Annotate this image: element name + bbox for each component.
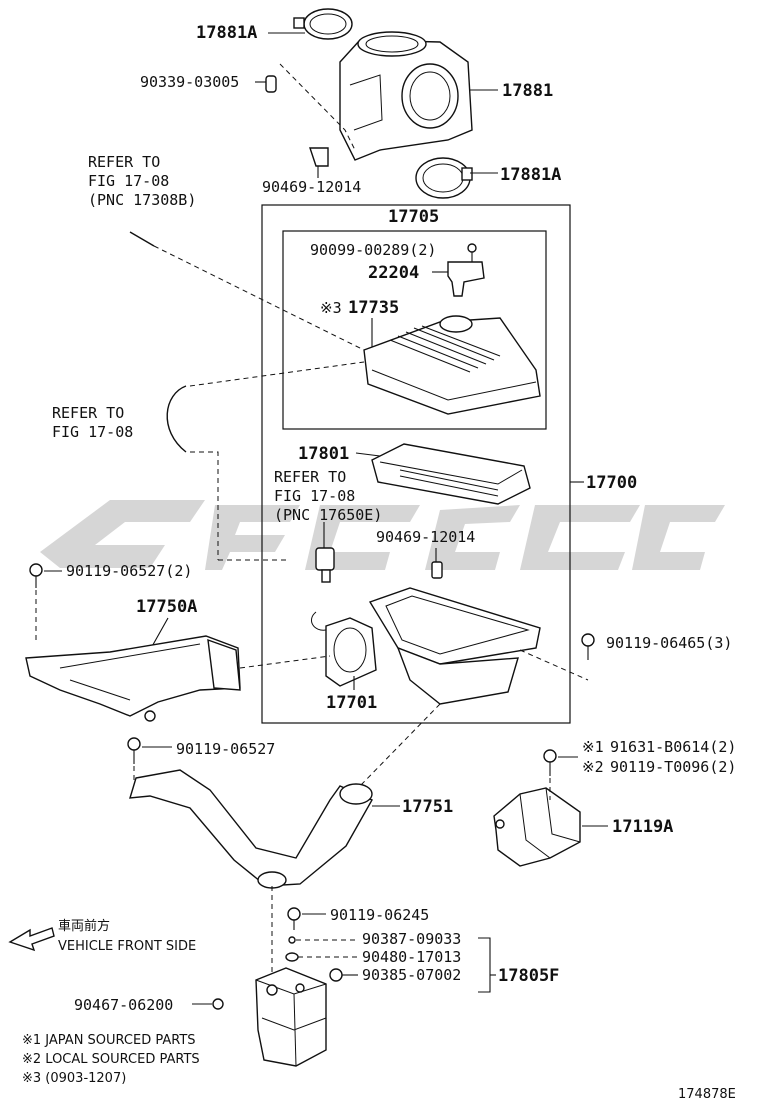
tube-17751[interactable] xyxy=(129,769,373,889)
hose-ref2 xyxy=(166,385,187,453)
clip-90469-mid[interactable] xyxy=(431,561,443,579)
ref1-line1: REFER TO xyxy=(88,153,160,171)
clip-90469-top[interactable] xyxy=(309,147,329,167)
ref3-line3: (PNC 17650E) xyxy=(274,506,382,524)
label-90119-06527: 90119-06527 xyxy=(176,740,275,758)
label-17805F: 17805F xyxy=(498,966,559,986)
footnote-1: ※1 JAPAN SOURCED PARTS xyxy=(22,1033,196,1048)
screw-90099[interactable] xyxy=(467,243,477,262)
label-91631: 91631-B0614(2) xyxy=(610,738,736,756)
watermark-logo xyxy=(40,500,725,570)
label-90387: 90387-09033 xyxy=(362,930,461,948)
label-90385: 90385-07002 xyxy=(362,966,461,984)
washer-90387[interactable] xyxy=(288,936,296,944)
cover-17735[interactable] xyxy=(363,315,541,415)
direction-jp: 車両前方 xyxy=(58,918,110,934)
sensor-22204[interactable] xyxy=(447,261,485,297)
label-17881A-top: 17881A xyxy=(196,23,257,43)
direction-en: VEHICLE FRONT SIDE xyxy=(58,939,196,954)
label-90119-06465: 90119-06465(3) xyxy=(606,634,732,652)
label-90119-T: 90119-T0096(2) xyxy=(610,758,736,776)
label-90119-T-mark: ※2 xyxy=(582,758,604,776)
label-22204: 22204 xyxy=(368,263,419,283)
label-17881A-bottom: 17881A xyxy=(500,165,561,185)
label-17751: 17751 xyxy=(402,797,453,817)
bolt-91631[interactable] xyxy=(543,749,557,776)
filter-17801[interactable] xyxy=(371,443,531,505)
label-90469-mid: 90469-12014 xyxy=(376,528,475,546)
label-17705: 17705 xyxy=(388,207,439,227)
grommet-90385[interactable] xyxy=(329,968,343,982)
footnote-2: ※2 LOCAL SOURCED PARTS xyxy=(22,1052,200,1067)
resonator-17805F[interactable] xyxy=(255,967,327,1067)
label-91631-mark: ※1 xyxy=(582,738,604,756)
label-17735: 17735 xyxy=(348,298,399,318)
ref2-line1: REFER TO xyxy=(52,404,124,422)
clip-90467[interactable] xyxy=(212,998,224,1010)
bolt-90119-06527[interactable] xyxy=(127,737,141,764)
valve-ref3 xyxy=(315,547,335,583)
label-17700: 17700 xyxy=(586,473,637,493)
label-90119-06245: 90119-06245 xyxy=(330,906,429,924)
bolt-90119-06245[interactable] xyxy=(287,907,301,930)
ref1-line3: (PNC 17308B) xyxy=(88,191,196,209)
part-17881-inlet[interactable] xyxy=(339,31,473,161)
label-17750A: 17750A xyxy=(136,597,197,617)
bolt-90119-06465[interactable] xyxy=(581,633,595,660)
ref2-line2: FIG 17-08 xyxy=(52,423,133,441)
bracket-17119A[interactable] xyxy=(493,787,581,867)
label-17119A: 17119A xyxy=(612,817,673,837)
diagram-code: 174878E xyxy=(678,1087,736,1102)
label-17735-mark: ※3 xyxy=(320,299,342,317)
label-90099: 90099-00289(2) xyxy=(310,241,436,259)
label-17701: 17701 xyxy=(326,693,377,713)
label-90339: 90339-03005 xyxy=(140,73,239,91)
footnote-3: ※3 (0903-1207) xyxy=(22,1071,126,1086)
clamp-17881A-bottom[interactable] xyxy=(415,157,473,199)
clamp-17881A-top[interactable] xyxy=(293,8,353,40)
label-17801: 17801 xyxy=(298,444,349,464)
duct-17750A[interactable] xyxy=(25,635,241,722)
label-17881: 17881 xyxy=(502,81,553,101)
bolt-90119-06527-2[interactable] xyxy=(29,563,43,588)
case-17701[interactable] xyxy=(311,587,541,705)
label-90119-06527-2: 90119-06527(2) xyxy=(66,562,192,580)
ref3-line2: FIG 17-08 xyxy=(274,487,355,505)
label-90467: 90467-06200 xyxy=(74,996,173,1014)
label-90480: 90480-17013 xyxy=(362,948,461,966)
label-90469-top: 90469-12014 xyxy=(262,178,361,196)
assembly-box-17700 xyxy=(261,204,571,724)
subassembly-box-17705 xyxy=(282,230,547,430)
ref1-line2: FIG 17-08 xyxy=(88,172,169,190)
collar-90480[interactable] xyxy=(285,952,299,962)
clip-90339[interactable] xyxy=(265,75,277,93)
front-direction-arrow-icon xyxy=(8,927,55,952)
ref3-line1: REFER TO xyxy=(274,468,346,486)
